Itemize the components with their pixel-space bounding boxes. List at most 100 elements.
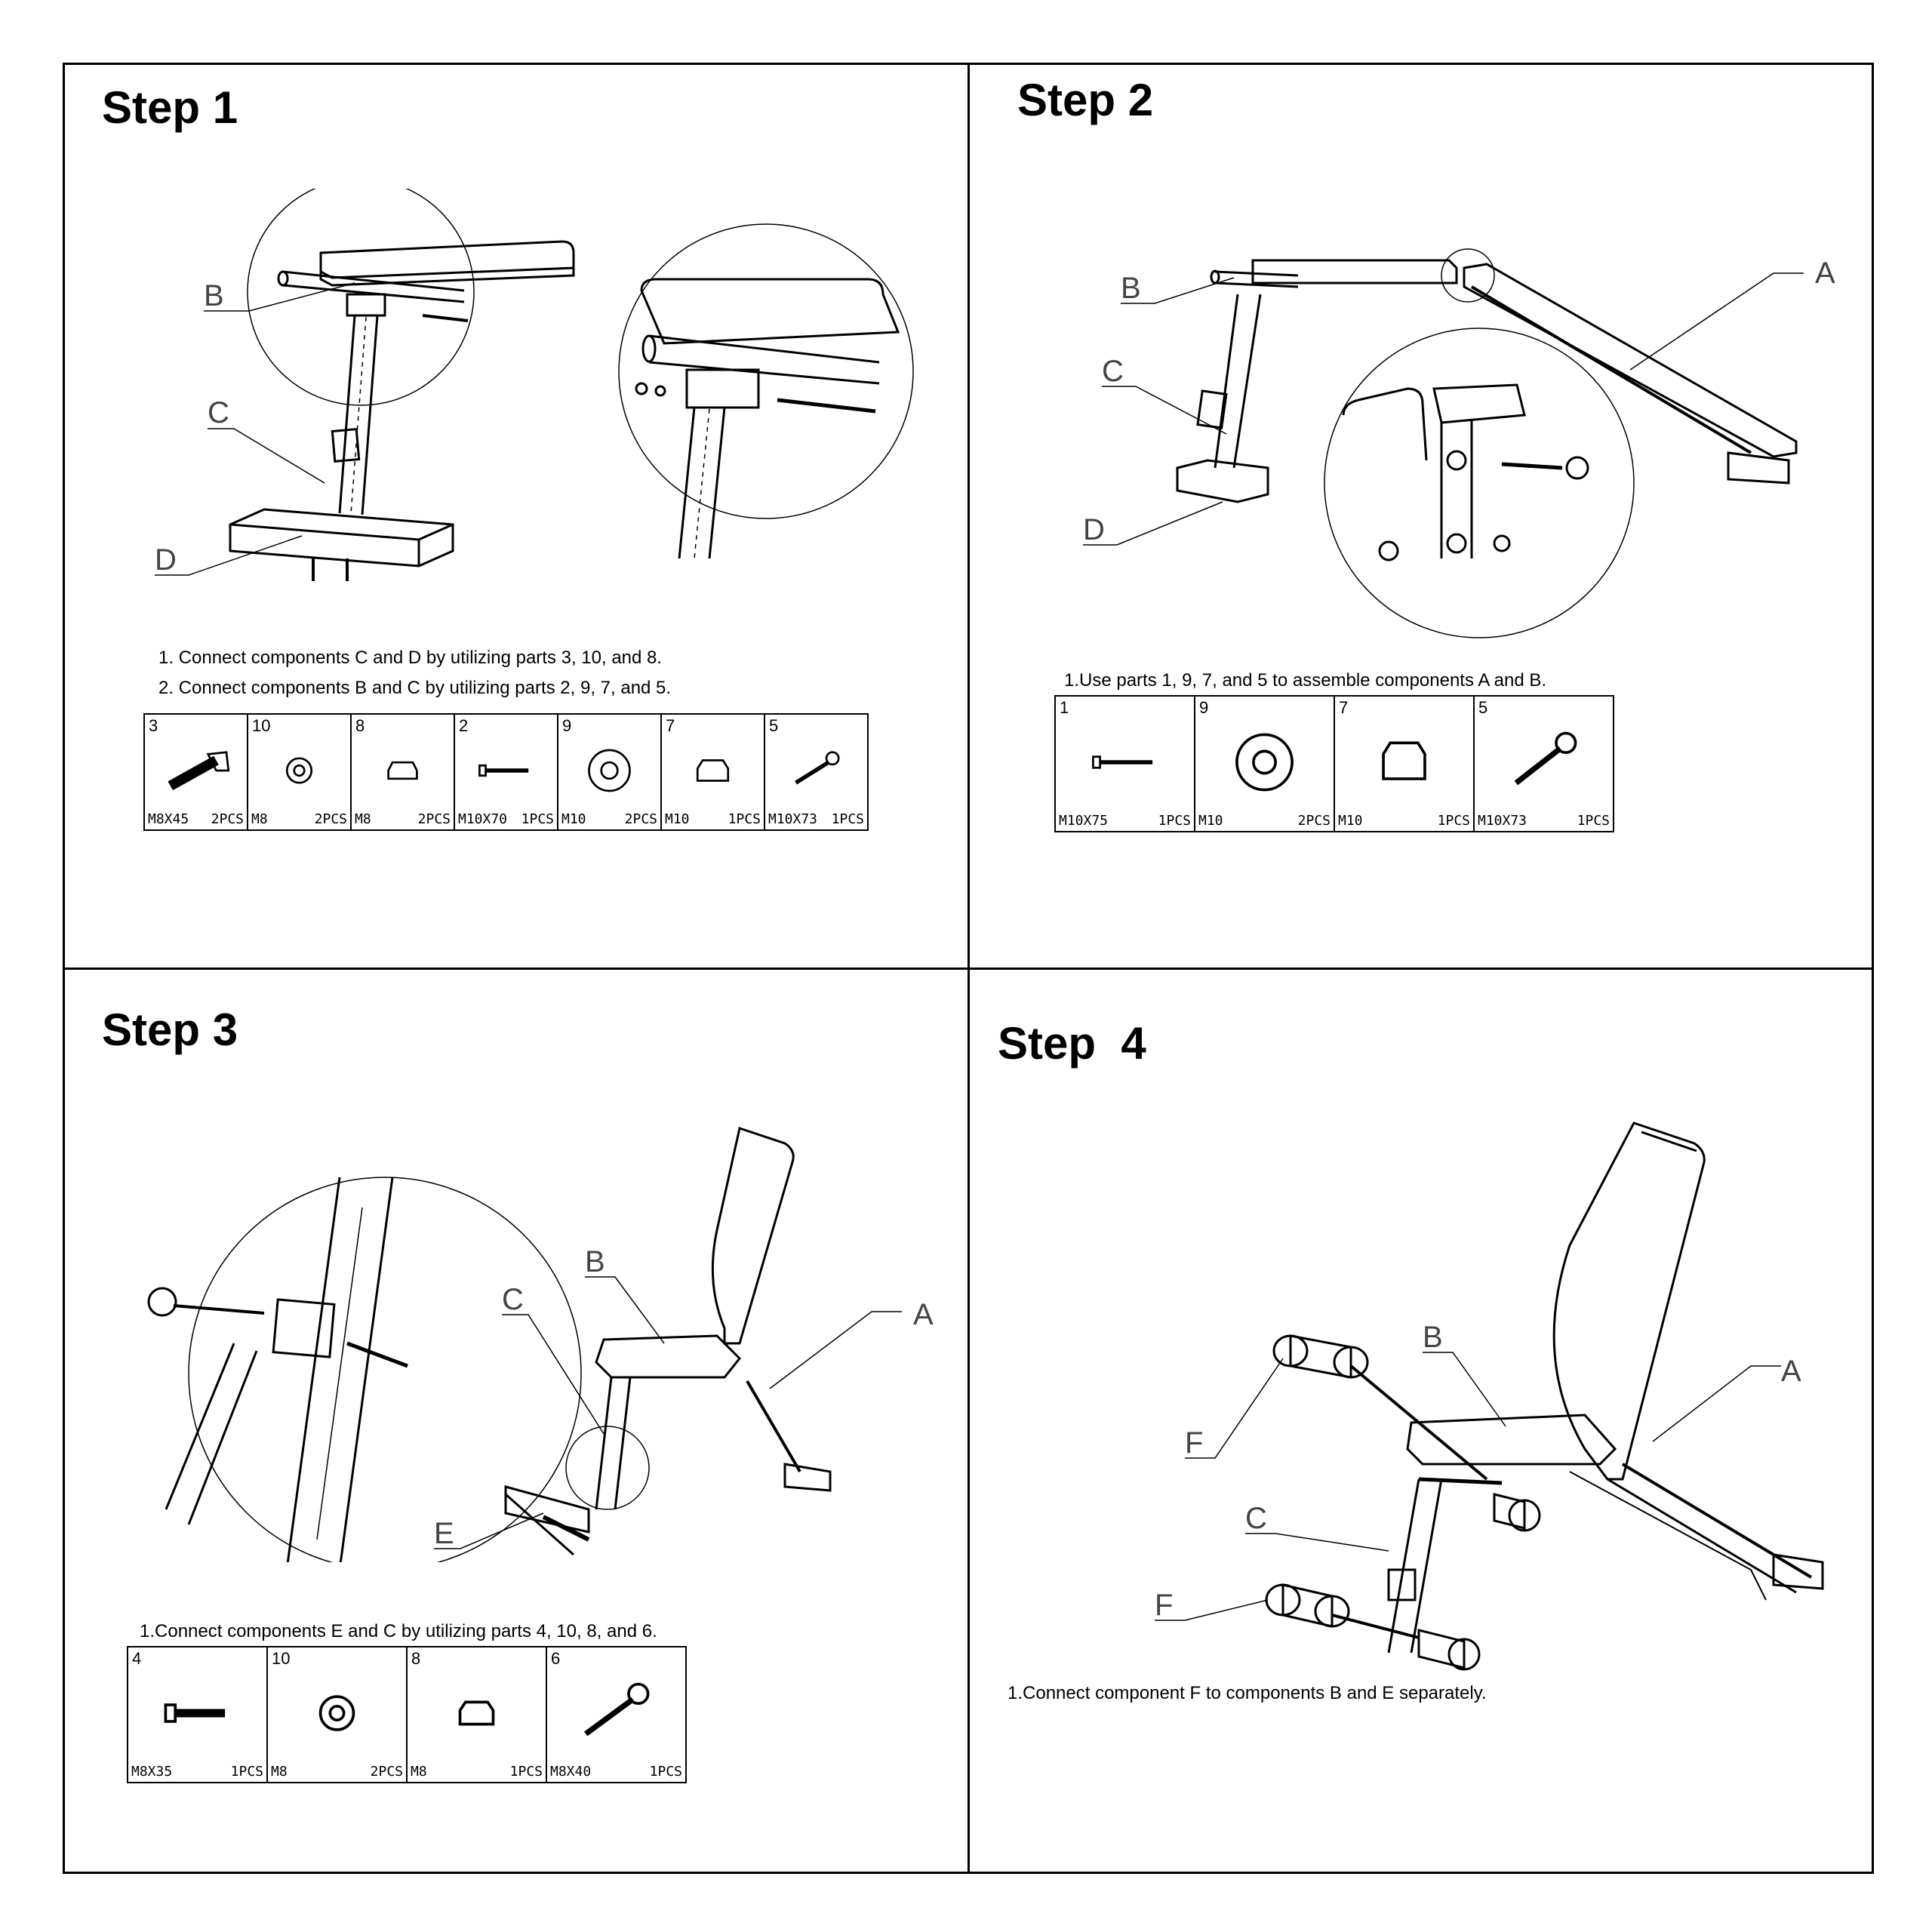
part-number: 7 [1339,698,1349,717]
part-qty: 1PCS [230,1764,263,1780]
part-cell: 8 M8 2PCS [350,713,455,831]
small-washer-icon [268,1664,406,1762]
callout-b: B [585,1245,605,1278]
step-2-parts-table: 1 M10X75 1PCS 9 M10 2PCS 7 M10 1PCS 5 M1… [1054,695,1614,832]
part-number: 2 [459,716,469,735]
part-number: 8 [411,1649,421,1668]
part-cell: 9 M10 2PCS [557,713,662,831]
part-number: 4 [132,1649,142,1668]
part-cell: 3 M8X45 2PCS [143,713,248,831]
part-qty: 2PCS [314,811,347,827]
part-spec: M8 [271,1764,288,1780]
part-cell: 9 M10 2PCS [1194,695,1335,832]
part-number: 8 [355,716,365,735]
step-1-callouts: B C D [155,279,229,577]
callout-c: C [1245,1502,1267,1535]
step-2-drawing: A B C D [1083,248,1835,638]
step-2-title: Step 2 [1017,75,1154,125]
bolt-icon [145,731,247,810]
part-number: 10 [272,1649,291,1668]
part-cell: 1 M10X75 1PCS [1054,695,1195,832]
callout-d: D [1083,513,1105,546]
part-qty: 1PCS [831,811,864,827]
part-spec: M8X35 [131,1764,173,1780]
part-spec: M10 [1338,813,1363,829]
part-spec: M10X73 [768,811,818,827]
part-spec: M10 [561,811,586,827]
part-qty: 2PCS [624,811,657,827]
step-1-drawing: B C D [155,189,914,581]
pull-pin-icon [765,731,867,810]
part-cell: 2 M10X70 1PCS [454,713,558,831]
part-number: 9 [562,716,572,735]
part-number: 10 [252,716,271,735]
part-qty: 1PCS [1437,813,1470,829]
step-1-instruction-2: 2. Connect components B and C by utilizi… [158,678,672,698]
step-2-instruction-1: 1.Use parts 1, 9, 7, and 5 to assemble c… [1064,670,1547,691]
part-qty: 1PCS [1577,813,1610,829]
part-number: 9 [1199,698,1209,717]
small-washer-icon [248,731,350,810]
step-4-drawing: A B C F F [1155,1121,1824,1671]
step-1-parts-table: 3 M8X45 2PCS 10 M8 2PCS 8 M8 2PCS 2 M10X… [143,713,869,831]
callout-b: B [1423,1321,1443,1354]
part-qty: 1PCS [509,1764,543,1780]
step-4-title: Step 4 [998,1018,1146,1069]
callout-e: E [434,1517,454,1550]
callout-b: B [204,279,224,312]
step-3-title: Step 3 [102,1004,238,1055]
nut-icon [1335,713,1473,811]
part-qty: 1PCS [1158,813,1191,829]
part-qty: 1PCS [728,811,761,827]
callout-c: C [208,396,229,429]
long-bolt-icon [455,731,557,810]
part-number: 1 [1060,698,1069,717]
step-1-title: Step 1 [102,82,238,133]
part-number: 5 [769,716,779,735]
nut-icon [662,731,764,810]
part-spec: M10X73 [1478,813,1527,829]
callout-f-bottom: F [1155,1589,1173,1622]
part-spec: M8 [355,811,371,827]
callout-a: A [913,1298,934,1331]
part-spec: M10X75 [1059,813,1109,829]
part-spec: M8X40 [550,1764,592,1780]
part-cell: 5 M10X73 1PCS [764,713,869,831]
part-cell: 7 M10 1PCS [660,713,765,831]
callout-c: C [1102,355,1124,388]
part-qty: 2PCS [211,811,244,827]
part-qty: 2PCS [417,811,451,827]
step-3-callouts: A B C E [434,1245,934,1550]
nut-icon [352,731,454,810]
step-2-callouts: A B C D [1083,257,1835,546]
part-number: 6 [551,1649,561,1668]
long-bolt-icon [1056,713,1194,811]
callout-a: A [1815,257,1835,290]
part-cell: 4 M8X35 1PCS [127,1646,268,1783]
step-4-callouts: A B C F F [1155,1321,1801,1622]
part-spec: M10X70 [458,811,508,827]
part-qty: 1PCS [649,1764,682,1780]
washer-icon [558,731,660,810]
pull-pin-icon [1475,713,1613,811]
part-number: 5 [1478,698,1488,717]
nut-icon [408,1664,546,1762]
part-cell: 10 M8 2PCS [247,713,352,831]
part-qty: 2PCS [370,1764,403,1780]
washer-icon [1195,713,1334,811]
part-cell: 6 M8X40 1PCS [546,1646,687,1783]
part-number: 3 [149,716,158,735]
bolt-icon [128,1664,266,1762]
step-3-parts-table: 4 M8X35 1PCS 10 M8 2PCS 8 M8 1PCS 6 M8X4… [127,1646,687,1783]
callout-c: C [502,1283,524,1316]
pull-pin-icon [547,1664,685,1762]
part-qty: 1PCS [521,811,554,827]
callout-f-top: F [1185,1426,1203,1460]
part-cell: 5 M10X73 1PCS [1473,695,1614,832]
part-cell: 8 M8 1PCS [406,1646,547,1783]
part-cell: 10 M8 2PCS [266,1646,408,1783]
step-3-instruction-1: 1.Connect components E and C by utilizin… [140,1621,657,1641]
part-spec: M8X45 [148,811,189,827]
part-cell: 7 M10 1PCS [1334,695,1475,832]
part-qty: 2PCS [1297,813,1331,829]
